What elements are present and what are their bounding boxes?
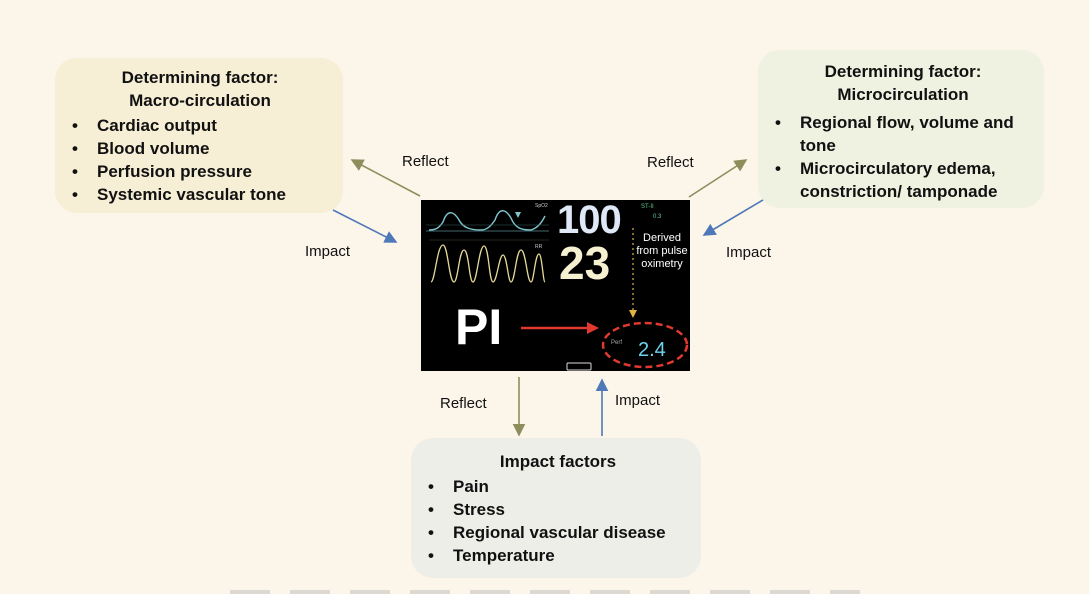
- perf-highlight-ellipse: [601, 321, 689, 369]
- list-item: • Systemic vascular tone: [67, 183, 333, 206]
- macro-item-cardiac-output: Cardiac output: [97, 116, 217, 135]
- impact-item-vascular-disease: Regional vascular disease: [453, 523, 666, 542]
- st-label: ST-II: [641, 204, 654, 210]
- reflect-label-left: Reflect: [402, 153, 449, 170]
- macro-item-vascular-tone: Systemic vascular tone: [97, 185, 286, 204]
- patient-monitor-image: ST-II 0.3 SpO2 RR 100 23 PI Derived from…: [421, 200, 690, 371]
- bullet: •: [775, 113, 781, 132]
- impact-item-stress: Stress: [453, 500, 505, 519]
- micro-title-line1: Determining factor:: [824, 62, 982, 81]
- rr-label: RR: [535, 244, 543, 250]
- pleth-waveform: [428, 210, 546, 231]
- impact-factor-list: • Pain • Stress • Regional vascular disease…: [423, 475, 693, 567]
- macro-item-perfusion-pressure: Perfusion pressure: [97, 162, 252, 181]
- spo2-value: 100: [557, 200, 622, 242]
- pleth-marker-icon: [515, 212, 521, 218]
- macro-factor-list: • Cardiac output • Blood volume • Perfusion…: [67, 114, 333, 206]
- bullet: •: [72, 139, 78, 158]
- impact-item-pain: Pain: [453, 477, 489, 496]
- derived-note: Derived from pulse oximetry: [636, 232, 688, 270]
- macro-circulation-box: Determining factor: Macro-circulation • C…: [55, 58, 343, 213]
- bullet: •: [775, 159, 781, 178]
- pi-arrow-head: [587, 322, 599, 334]
- st-readout: 0.3: [653, 214, 662, 220]
- pi-label: PI: [455, 299, 503, 355]
- reflect-label-right: Reflect: [647, 154, 694, 171]
- list-item: • Microcirculatory edema, constriction/ t…: [770, 157, 1036, 203]
- micro-title-line2: Microcirculation: [837, 85, 969, 104]
- microcirculation-box: Determining factor: Microcirculation • Re…: [758, 50, 1044, 208]
- reflect-label-bottom: Reflect: [440, 395, 487, 412]
- micro-factor-list: • Regional flow, volume and tone • Microci…: [770, 111, 1036, 203]
- cropped-caption-remnant: [230, 590, 860, 594]
- monitor-graphics: ST-II 0.3 SpO2 RR: [426, 203, 689, 371]
- bullet: •: [72, 116, 78, 135]
- reflect-arrow-right: [688, 159, 748, 198]
- macro-title-line2: Macro-circulation: [129, 91, 271, 110]
- impact-label-bottom: Impact: [615, 392, 661, 409]
- reflect-arrow-left: [350, 159, 421, 197]
- impact-item-temperature: Temperature: [453, 546, 555, 565]
- bullet: •: [428, 500, 434, 519]
- impact-title: Impact factors: [499, 452, 617, 471]
- impact-factors-box: Impact factors • Pain • Stress • Regional v…: [411, 438, 701, 578]
- bullet: •: [428, 546, 434, 565]
- bullet: •: [428, 477, 434, 496]
- respiration-rate-value: 23: [559, 237, 611, 289]
- bullet: •: [428, 523, 434, 542]
- perf-label: Perf: [611, 340, 623, 346]
- perf-value: 2.4: [638, 339, 666, 361]
- list-item: • Cardiac output: [67, 114, 333, 137]
- macro-item-blood-volume: Blood volume: [97, 139, 210, 158]
- list-item: • Perfusion pressure: [67, 160, 333, 183]
- micro-item-regional-flow: Regional flow, volume and tone: [800, 113, 1014, 155]
- bullet: •: [72, 162, 78, 181]
- derived-arrow-head: [629, 310, 637, 318]
- micro-item-edema: Microcirculatory edema, constriction/ ta…: [800, 159, 998, 201]
- impact-label-right: Impact: [726, 244, 772, 261]
- list-item: • Stress: [423, 498, 693, 521]
- impact-arrow-right: [702, 199, 764, 236]
- battery-icon: [566, 362, 592, 371]
- spo2-label: SpO2: [535, 203, 548, 209]
- list-item: • Regional flow, volume and tone: [770, 111, 1036, 157]
- respiration-waveform: [430, 244, 546, 283]
- bullet: •: [72, 185, 78, 204]
- list-item: • Temperature: [423, 544, 693, 567]
- list-item: • Pain: [423, 475, 693, 498]
- list-item: • Regional vascular disease: [423, 521, 693, 544]
- impact-arrow-left: [332, 209, 398, 243]
- impact-label-left: Impact: [305, 243, 351, 260]
- macro-title-line1: Determining factor:: [121, 68, 279, 87]
- list-item: • Blood volume: [67, 137, 333, 160]
